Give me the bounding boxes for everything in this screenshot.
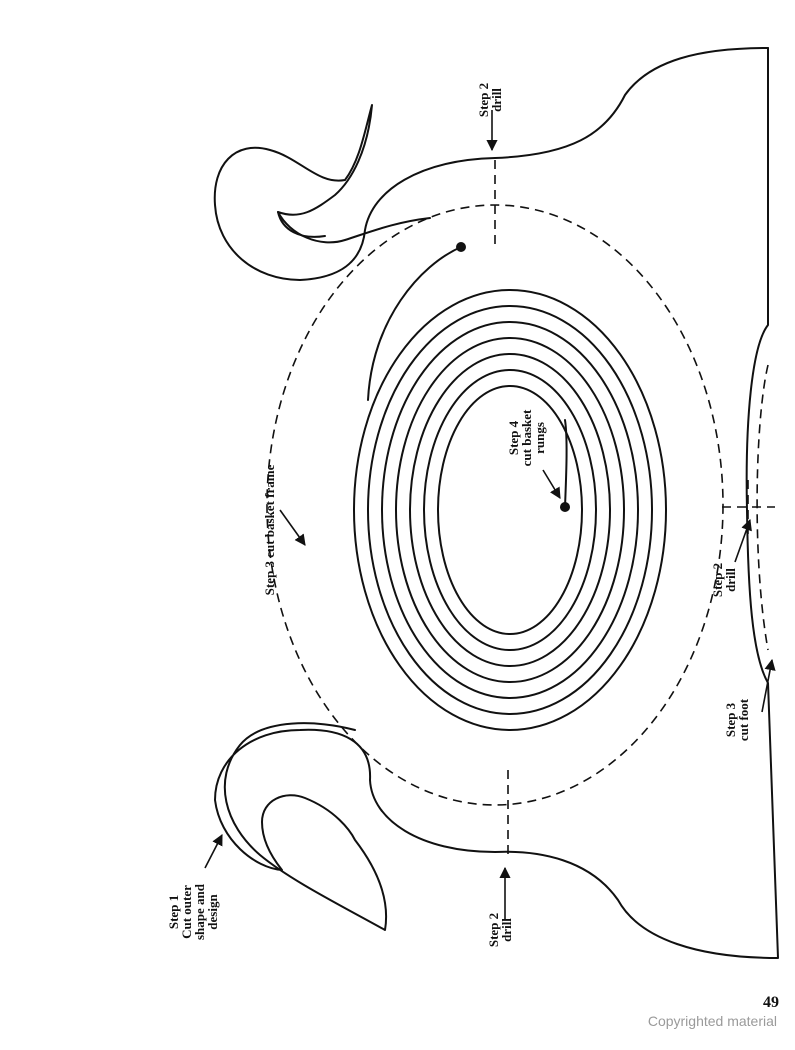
arrow-step4 — [542, 469, 561, 499]
top-scroll-outline — [213, 47, 769, 281]
basket-frame-dashed-line — [266, 204, 724, 806]
svg-text:Step 4: Step 4 — [506, 420, 521, 455]
svg-text:Step 1: Step 1 — [166, 895, 181, 929]
label-step1: Step 1 Cut outer shape and design — [166, 883, 220, 940]
svg-text:drill: drill — [489, 88, 504, 112]
spiral-start-dot — [456, 242, 466, 252]
arrow-step2-foot — [734, 518, 752, 563]
label-step4: Step 4 cut basket rungs — [506, 409, 547, 466]
svg-text:shape and: shape and — [192, 883, 207, 940]
svg-text:Cut outer: Cut outer — [179, 885, 194, 939]
label-step3-foot: Step 3 cut foot — [723, 698, 751, 741]
label-step2-top: Step 2 drill — [476, 83, 504, 117]
basket-rungs-spiral — [353, 246, 667, 731]
svg-text:cut basket: cut basket — [519, 409, 534, 466]
svg-text:cut foot: cut foot — [736, 698, 751, 741]
inner-curl-top — [277, 211, 326, 238]
svg-text:drill: drill — [499, 918, 514, 942]
arrow-step1 — [204, 834, 223, 869]
svg-text:Step 3 cut basket frame: Step 3 cut basket frame — [262, 464, 277, 595]
label-step3-frame: Step 3 cut basket frame — [262, 464, 277, 595]
label-step2-bottom: Step 2 drill — [486, 913, 514, 947]
label-step2-foot: Step 2 drill — [710, 563, 738, 597]
svg-text:drill: drill — [723, 568, 738, 592]
svg-text:Step 2: Step 2 — [476, 83, 491, 117]
svg-text:Step 3: Step 3 — [723, 702, 738, 737]
page-number: 49 — [763, 994, 779, 1011]
outer-shape-outline — [214, 47, 779, 959]
arrow-step3-foot — [761, 658, 776, 713]
svg-text:Step 2: Step 2 — [710, 563, 725, 597]
svg-text:design: design — [205, 894, 220, 930]
spiral-end-dot — [560, 502, 570, 512]
svg-text:rungs: rungs — [532, 422, 547, 454]
copyright-notice: Copyrighted material — [647, 1013, 777, 1029]
arrow-step3-frame — [279, 509, 306, 546]
svg-text:Step 2: Step 2 — [486, 913, 501, 947]
